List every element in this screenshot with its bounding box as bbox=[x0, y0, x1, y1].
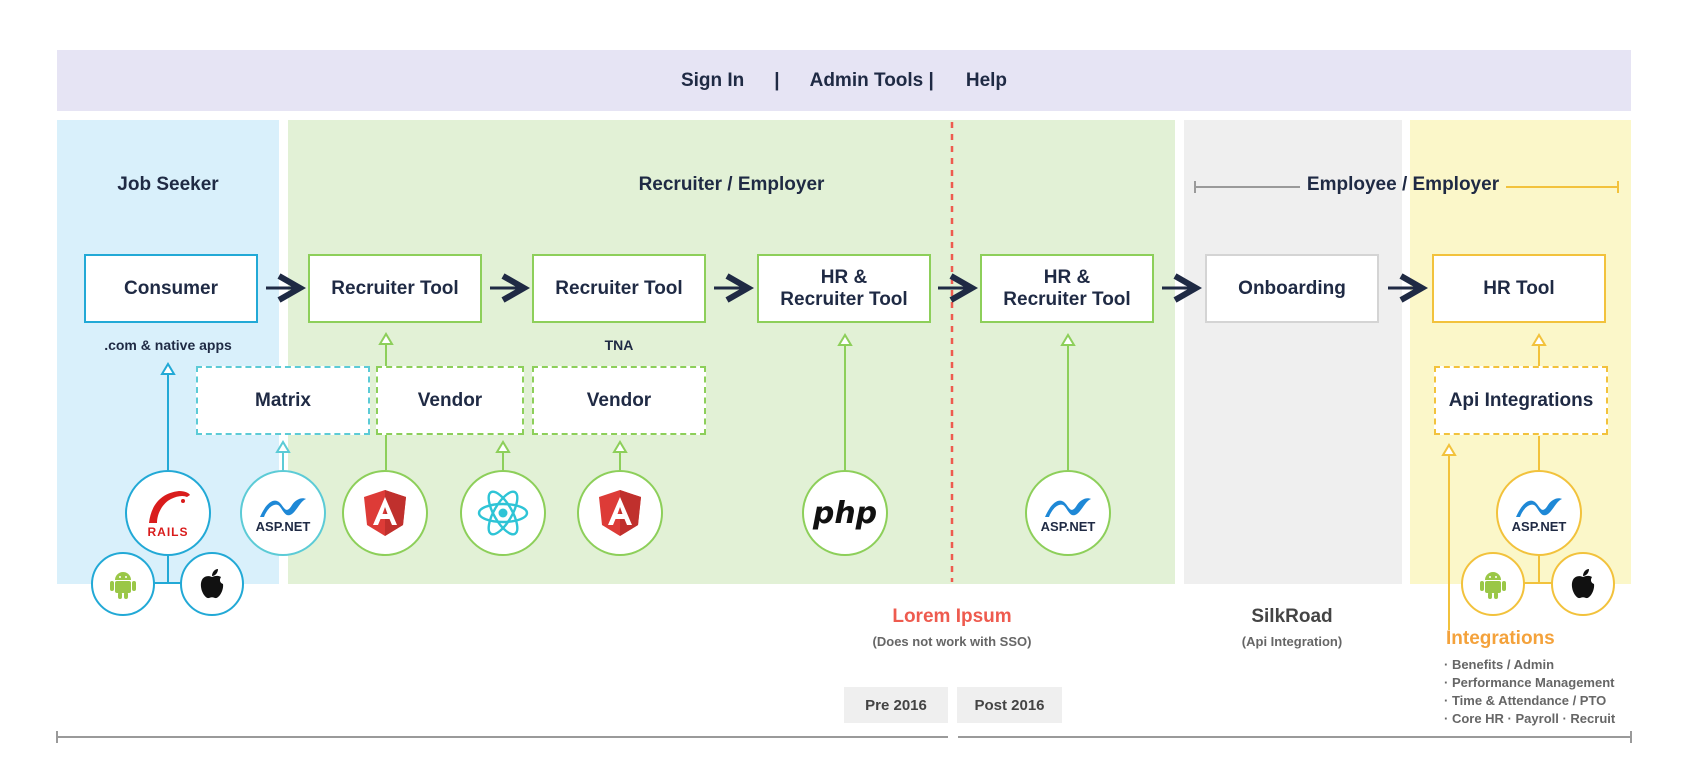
hr-recruiter-tool-box: HR & Recruiter Tool bbox=[757, 254, 931, 323]
integrations-list: · Benefits / Admin · Performance Managem… bbox=[1444, 656, 1634, 728]
aspnet-wordmark: ASP.NET bbox=[255, 518, 311, 534]
react-icon bbox=[460, 470, 546, 556]
lorem-ipsum-subtitle: (Does not work with SSO) bbox=[872, 634, 1032, 649]
aspnet-icon: ASP.NET bbox=[1025, 470, 1111, 556]
consumer-box: Consumer bbox=[84, 254, 258, 323]
vendor-box: Vendor bbox=[376, 366, 524, 435]
apple-icon bbox=[180, 552, 244, 616]
box-line: Recruiter Tool bbox=[1003, 288, 1131, 310]
silkroad-panel bbox=[1184, 120, 1402, 584]
silkroad-title: SilkRoad bbox=[1251, 606, 1333, 627]
aspnet-wordmark: ASP.NET bbox=[1511, 518, 1567, 534]
hr-recruiter-tool-box: HR & Recruiter Tool bbox=[980, 254, 1154, 323]
hr-tool-box: HR Tool bbox=[1432, 254, 1606, 323]
consumer-caption: .com & native apps bbox=[104, 337, 232, 353]
pre-2016-badge: Pre 2016 bbox=[844, 687, 948, 723]
list-item: · Time & Attendance / PTO bbox=[1444, 693, 1607, 708]
android-icon bbox=[91, 552, 155, 616]
aspnet-icon: ASP.NET bbox=[1496, 470, 1582, 556]
post-2016-badge: Post 2016 bbox=[957, 687, 1062, 723]
recruiter-tool-box: Recruiter Tool bbox=[308, 254, 482, 323]
recruiter-tool-box: Recruiter Tool bbox=[532, 254, 706, 323]
admin-tools-link[interactable]: Admin Tools | bbox=[809, 69, 934, 91]
tna-caption: TNA bbox=[604, 337, 634, 353]
list-item: · Core HR · Payroll · Recruit bbox=[1444, 711, 1616, 726]
recruiter-employer-heading: Recruiter / Employer bbox=[638, 174, 825, 195]
onboarding-box: Onboarding bbox=[1205, 254, 1379, 323]
box-line: HR & bbox=[1043, 266, 1091, 288]
vendor-box: Vendor bbox=[532, 366, 706, 435]
sign-in-link[interactable]: Sign In bbox=[680, 69, 745, 91]
php-icon: php bbox=[802, 470, 888, 556]
employee-employer-heading: Employee / Employer bbox=[1306, 174, 1500, 195]
aspnet-icon: ASP.NET bbox=[240, 470, 326, 556]
silkroad-subtitle: (Api Integration) bbox=[1241, 634, 1343, 649]
lorem-ipsum-title: Lorem Ipsum bbox=[892, 606, 1012, 627]
angular-icon bbox=[342, 470, 428, 556]
matrix-box: Matrix bbox=[196, 366, 370, 435]
api-integrations-box: Api Integrations bbox=[1434, 366, 1608, 435]
php-wordmark: php bbox=[812, 495, 878, 531]
list-item: · Benefits / Admin bbox=[1444, 657, 1555, 672]
integrations-title: Integrations bbox=[1446, 628, 1555, 649]
rails-logo-shape bbox=[149, 491, 190, 523]
aspnet-logo-shape bbox=[260, 497, 306, 517]
box-line: HR & bbox=[820, 266, 868, 288]
angular-icon bbox=[577, 470, 663, 556]
android-icon bbox=[1461, 552, 1525, 616]
rails-icon: RAILS bbox=[125, 470, 211, 556]
aspnet-logo-shape bbox=[1516, 497, 1562, 517]
aspnet-wordmark: ASP.NET bbox=[1040, 518, 1096, 534]
list-item: · Performance Management bbox=[1444, 675, 1615, 690]
box-line: Recruiter Tool bbox=[780, 288, 908, 310]
apple-icon bbox=[1551, 552, 1615, 616]
job-seeker-heading: Job Seeker bbox=[117, 174, 219, 195]
aspnet-logo-shape bbox=[1045, 497, 1091, 517]
rails-wordmark: RAILS bbox=[147, 525, 189, 539]
help-link[interactable]: Help bbox=[965, 69, 1008, 91]
nav-separator: | bbox=[774, 69, 780, 91]
top-nav-bar: Sign In | Admin Tools | Help bbox=[57, 50, 1631, 111]
